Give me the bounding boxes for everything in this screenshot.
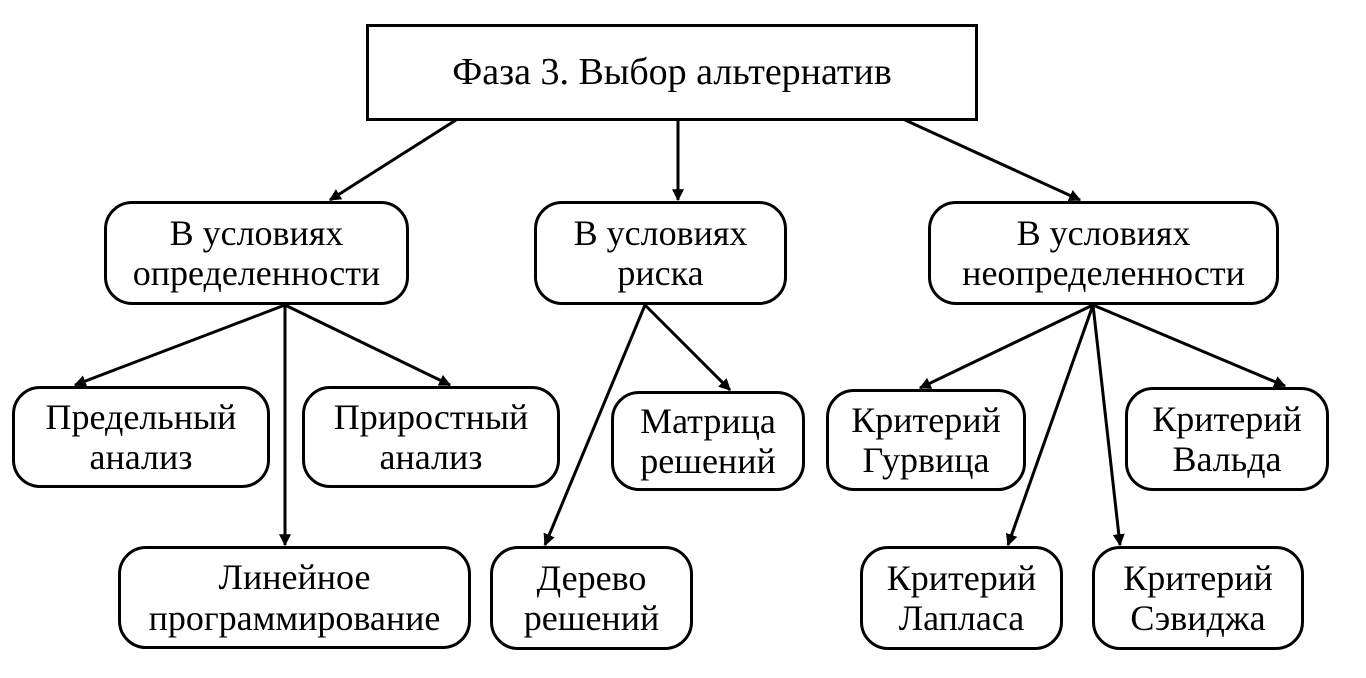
leaf-incremental-line2: анализ: [379, 437, 483, 477]
leaf-savage-criterion-box: Критерий Сэвиджа: [1092, 546, 1304, 650]
leaf-wald-line1: Критерий: [1152, 398, 1302, 439]
leaf-marginal-line1: Предельный: [45, 396, 237, 437]
leaf-linear-line2: программирование: [148, 597, 441, 638]
arrow-uncertainty-to-wald: [1092, 303, 1287, 388]
leaf-laplace-line1: Критерий: [886, 557, 1037, 598]
leaf-decision-matrix-box: Матрица решений: [611, 391, 805, 491]
branch-uncertainty-line2: неопределенности: [962, 253, 1245, 293]
leaf-matrix-line2: решений: [640, 441, 776, 481]
arrow-root-to-uncertainty: [904, 118, 1082, 202]
leaf-incremental-line1: Приростный: [333, 396, 529, 437]
branch-risk-line1: В условиях: [573, 212, 748, 253]
leaf-wald-criterion-box: Критерий Вальда: [1125, 387, 1329, 491]
arrow-risk-to-matrix: [643, 303, 732, 392]
leaf-wald-line2: Вальда: [1172, 439, 1282, 479]
branch-uncertainty-line1: В условиях: [1016, 212, 1191, 253]
leaf-hurwicz-line1: Критерий: [851, 399, 1001, 440]
leaf-laplace-line2: Лапласа: [898, 598, 1025, 638]
leaf-incremental-analysis-box: Приростный анализ: [302, 386, 560, 488]
arrow-certainty-to-marginal: [73, 303, 286, 387]
arrow-risk-to-tree: [543, 304, 647, 547]
branch-uncertainty-box: В условиях неопределенности: [928, 201, 1279, 305]
branch-certainty-line1: В условиях: [169, 212, 344, 253]
leaf-linear-line1: Линейное: [218, 557, 371, 598]
branch-certainty-box: В условиях определенности: [104, 201, 409, 305]
root-phase-box: Фаза 3. Выбор альтернатив: [366, 24, 978, 121]
branch-risk-line2: риска: [617, 253, 704, 293]
leaf-hurwicz-criterion-box: Критерий Гурвица: [826, 389, 1026, 491]
leaf-marginal-line2: анализ: [89, 437, 193, 477]
leaf-tree-line1: Дерево: [536, 557, 647, 598]
leaf-savage-line2: Сэвиджа: [1130, 598, 1266, 638]
arrow-uncertainty-to-hurwicz: [918, 303, 1094, 390]
leaf-marginal-analysis-box: Предельный анализ: [12, 386, 270, 488]
leaf-hurwicz-line2: Гурвица: [862, 440, 990, 480]
leaf-laplace-criterion-box: Критерий Лапласа: [860, 546, 1063, 650]
leaf-linear-programming-box: Линейное программирование: [118, 546, 471, 649]
branch-certainty-line2: определенности: [132, 253, 381, 293]
branch-risk-box: В условиях риска: [534, 201, 787, 305]
arrow-root-to-certainty: [328, 118, 457, 202]
leaf-savage-line1: Критерий: [1123, 557, 1273, 598]
arrow-uncertainty-to-laplace: [1005, 304, 1095, 547]
root-phase-label: Фаза 3. Выбор альтернатив: [452, 51, 892, 94]
leaf-matrix-line1: Матрица: [640, 400, 776, 441]
leaf-tree-line2: решений: [523, 598, 660, 638]
arrow-certainty-to-incremental: [284, 303, 452, 387]
leaf-decision-tree-box: Дерево решений: [490, 546, 693, 650]
arrow-uncertainty-to-savage: [1091, 304, 1125, 547]
